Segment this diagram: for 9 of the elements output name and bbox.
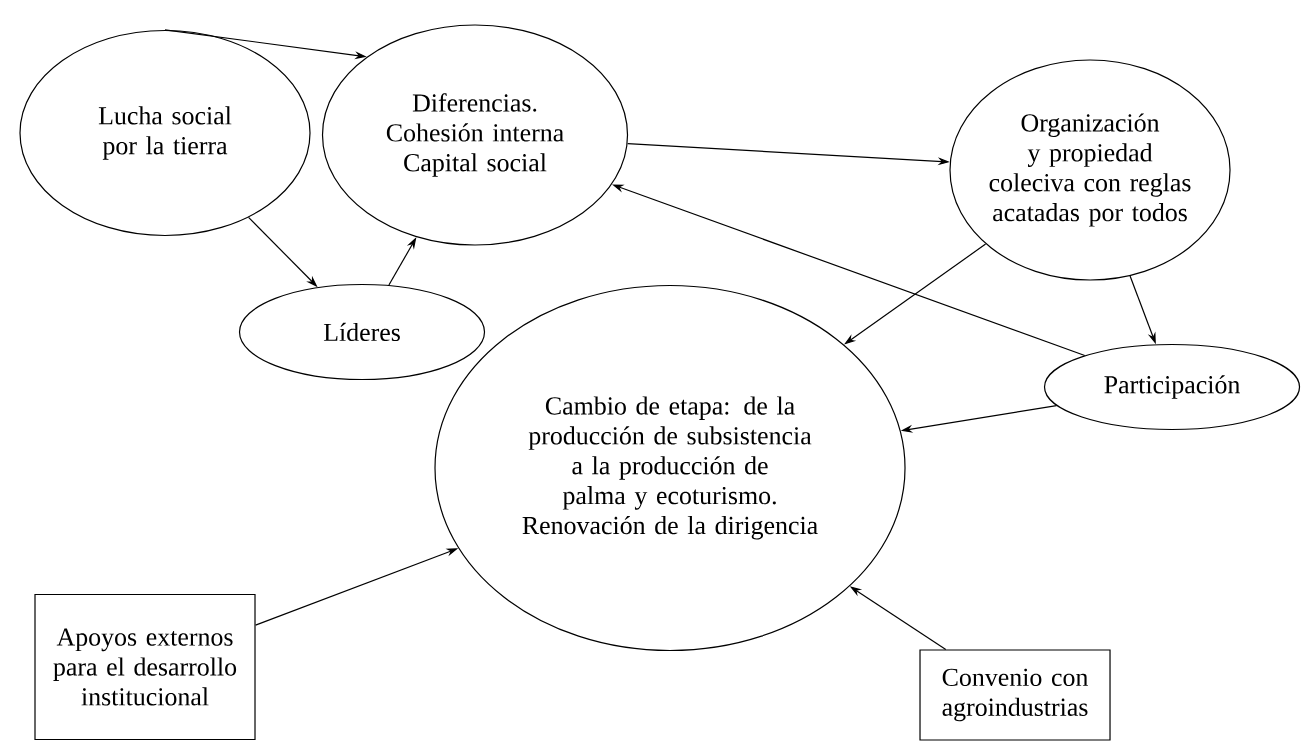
- text-box: Convenio con agroindustrias: [919, 649, 1111, 741]
- text-box: Apoyos externos para el desarrollo institucional: [34, 593, 256, 741]
- ellipse-node: Diferencias. Cohesión interna Capital social: [321, 24, 629, 246]
- arrow: [844, 243, 987, 345]
- ellipse-node: Organización y propiedad coleciva con reglas acatadas por todos: [949, 59, 1231, 281]
- ellipse-node: Participación: [1043, 343, 1301, 431]
- ellipse-node: Líderes: [238, 283, 486, 381]
- ellipse-node: Cambio de etapa: de la producción de subsistencia a la producción de palma y ecoturismo. Renovación de la dirigencia: [434, 284, 906, 652]
- ellipse-node: Lucha social por la tierra: [19, 29, 311, 237]
